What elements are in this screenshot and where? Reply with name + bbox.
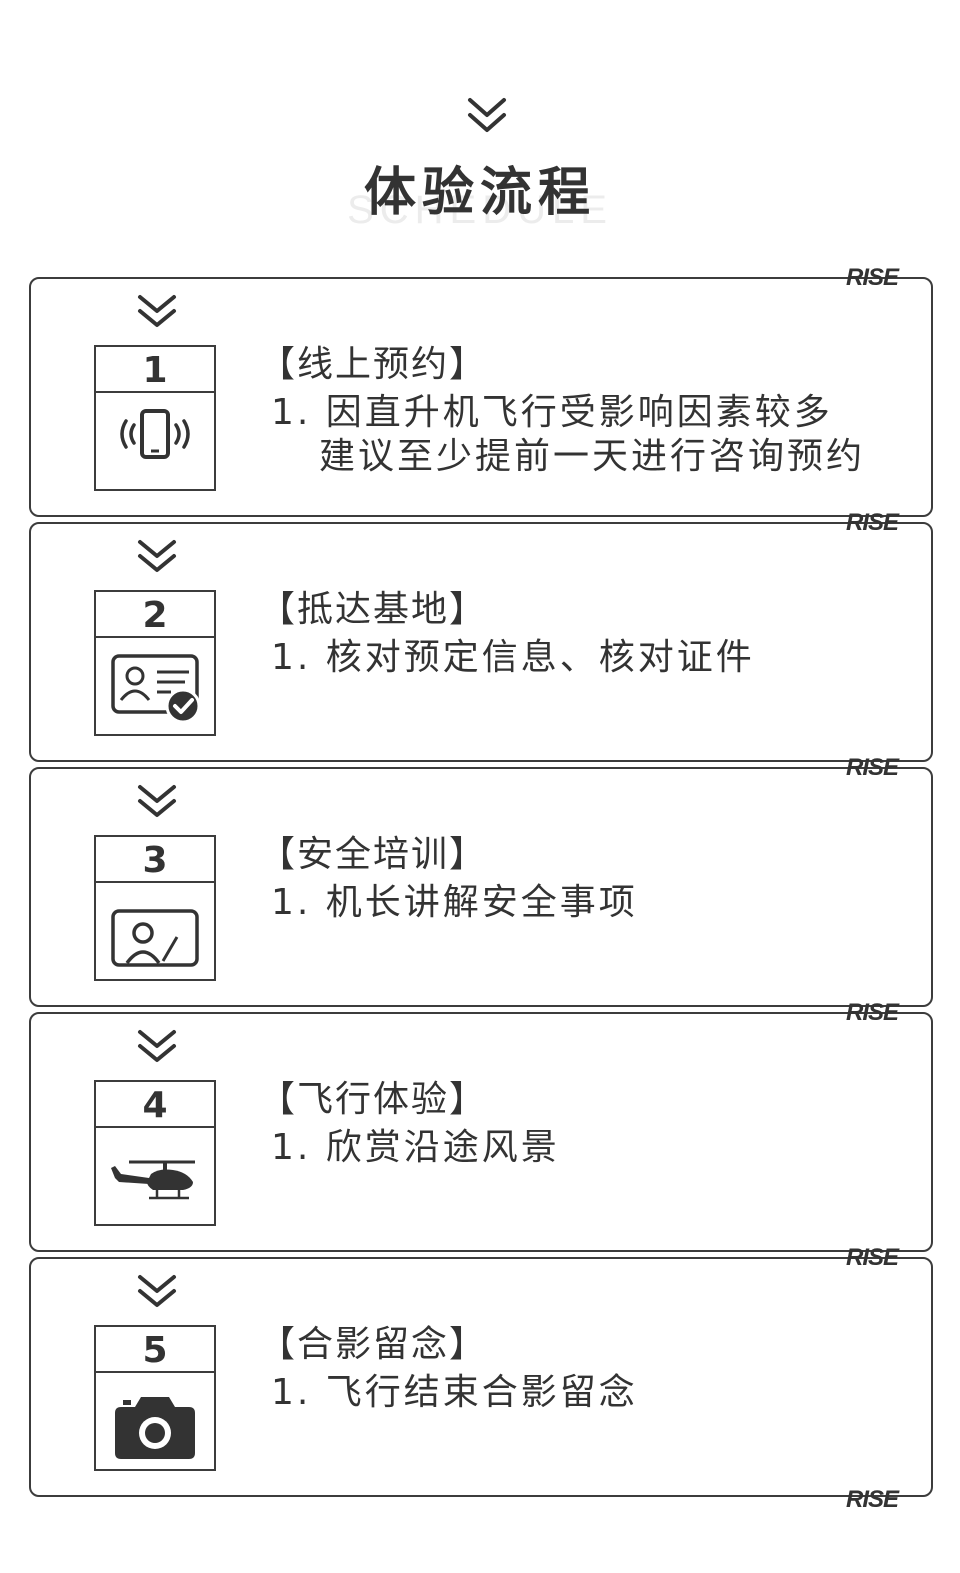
step-number: 1	[96, 347, 214, 393]
svg-text:RISE: RISE	[846, 1244, 900, 1270]
step-card-1: 1 【线上预约】 1. 因直升机飞行受影响因素较多 建议至少提前一天进行咨询预约	[29, 277, 933, 517]
instructor-board-icon	[111, 909, 199, 967]
page-subtitle: SCHEDULE	[347, 188, 613, 232]
chevron-down-icon	[138, 1275, 176, 1307]
step-number: 4	[96, 1082, 214, 1128]
brand-logo: RISE	[846, 754, 901, 780]
chevron-down-icon	[138, 1030, 176, 1062]
brand-logo: RISE	[846, 509, 901, 535]
id-card-check-icon	[111, 654, 201, 724]
step-number-box: 1	[94, 345, 216, 491]
brand-logo: RISE	[846, 264, 901, 290]
svg-text:RISE: RISE	[846, 1486, 900, 1512]
chevron-down-icon	[468, 98, 506, 132]
step-title: 【抵达基地】	[259, 589, 488, 630]
svg-text:RISE: RISE	[846, 754, 900, 780]
chevron-down-icon	[138, 295, 176, 327]
step-title: 【安全培训】	[259, 834, 488, 875]
camera-icon	[115, 1397, 195, 1459]
step-card-5: 5 【合影留念】 1. 飞行结束合影留念	[29, 1257, 933, 1497]
step-line: 1. 欣赏沿途风景	[271, 1127, 560, 1168]
step-number-box: 3	[94, 835, 216, 981]
helicopter-icon	[111, 1160, 195, 1200]
step-title: 【飞行体验】	[259, 1079, 488, 1120]
step-card-3: 3 【安全培训】 1. 机长讲解安全事项	[29, 767, 933, 1007]
svg-text:RISE: RISE	[846, 999, 900, 1025]
step-line: 1. 飞行结束合影留念	[271, 1372, 638, 1413]
step-line: 1. 因直升机飞行受影响因素较多	[271, 392, 833, 433]
step-line: 1. 核对预定信息、核对证件	[271, 637, 755, 678]
brand-logo: RISE	[846, 999, 901, 1025]
step-card-2: 2 【抵达基地】 1. 核对预定信息、核对证件	[29, 522, 933, 762]
step-number: 3	[96, 837, 214, 883]
chevron-down-icon	[138, 540, 176, 572]
step-number: 5	[96, 1327, 214, 1373]
step-number-box: 2	[94, 590, 216, 736]
step-number: 2	[96, 592, 214, 638]
step-title: 【合影留念】	[259, 1324, 488, 1365]
svg-text:RISE: RISE	[846, 509, 900, 535]
step-number-box: 5	[94, 1325, 216, 1471]
brand-logo: RISE	[846, 1244, 901, 1270]
step-number-box: 4	[94, 1080, 216, 1226]
svg-text:RISE: RISE	[846, 264, 900, 290]
vibrating-phone-icon	[120, 409, 190, 459]
step-title: 【线上预约】	[259, 344, 488, 385]
step-line: 建议至少提前一天进行咨询预约	[319, 436, 866, 477]
brand-logo: RISE	[846, 1486, 901, 1512]
page-title: 体验流程	[363, 163, 596, 223]
step-line: 1. 机长讲解安全事项	[271, 882, 638, 923]
chevron-down-icon	[138, 785, 176, 817]
step-card-4: 4 【飞行体验】 1. 欣赏沿途风景	[29, 1012, 933, 1252]
